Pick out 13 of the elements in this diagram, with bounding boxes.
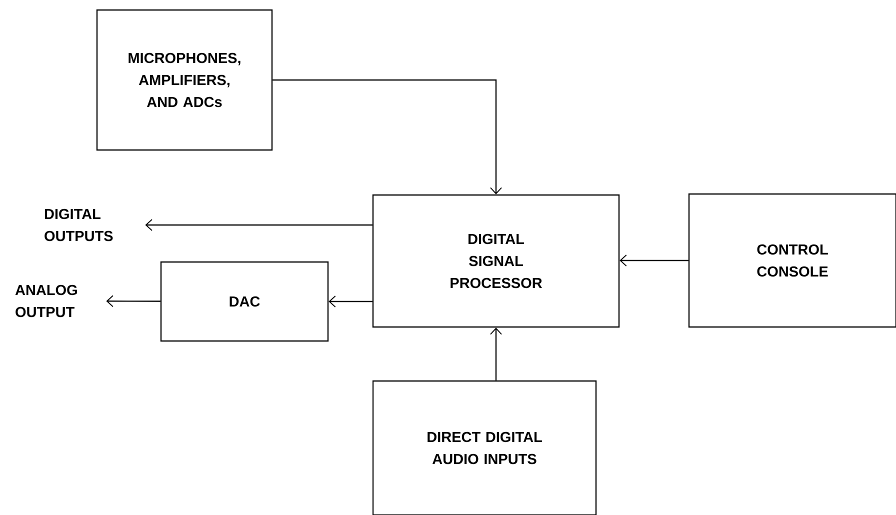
- arrow: [106, 295, 160, 308]
- arrow: [620, 254, 688, 266]
- arrow: [145, 219, 372, 231]
- process-box: CONTROL CONSOLE: [688, 193, 896, 328]
- arrow: [490, 328, 502, 380]
- process-box: DAC: [160, 261, 329, 342]
- process-box: DIGITAL SIGNAL PROCESSOR: [372, 194, 620, 328]
- process-box: MICROPHONES, AMPLIFIERS, AND ADCs: [96, 9, 273, 151]
- output-label: ANALOG OUTPUT: [15, 284, 77, 318]
- arrow: [272, 79, 502, 194]
- process-box: DIRECT DIGITAL AUDIO INPUTS: [372, 380, 597, 515]
- output-label: DIGITAL OUTPUTS: [44, 208, 113, 242]
- arrow: [328, 296, 372, 308]
